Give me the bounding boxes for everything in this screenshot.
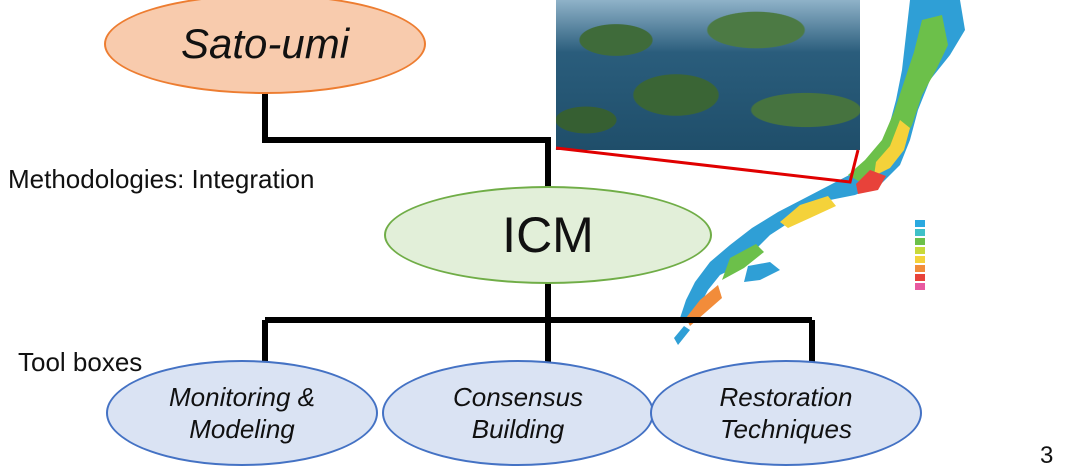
- tool-label-line2: Techniques: [719, 414, 853, 444]
- methodologies-label: Methodologies: Integration: [8, 164, 315, 194]
- icm-node: ICM: [384, 186, 712, 284]
- sato-umi-node: Sato-umi: [104, 0, 426, 94]
- tool-label-line2: Building: [471, 414, 565, 444]
- sato-umi-label: Sato-umi: [180, 20, 350, 67]
- page-number: 3: [1040, 442, 1054, 469]
- aerial-photo-image: [556, 0, 860, 150]
- icm-label: ICM: [502, 207, 594, 263]
- callout-lines: [555, 146, 860, 184]
- line-sato-to-icm: [262, 93, 551, 190]
- tool-label: Monitoring & Modeling: [169, 381, 315, 445]
- tool-monitoring-modeling-node: Monitoring & Modeling: [106, 360, 378, 466]
- tool-label-line2: Modeling: [189, 414, 295, 444]
- tool-label: Restoration Techniques: [720, 381, 853, 445]
- tool-label-line1: Consensus: [452, 382, 584, 412]
- tool-label: Consensus Building: [453, 381, 583, 445]
- japan-map-image: [674, 0, 965, 345]
- tool-label-line1: Restoration: [719, 382, 853, 412]
- tool-label-line1: Monitoring &: [169, 382, 315, 412]
- tool-restoration-techniques-node: Restoration Techniques: [650, 360, 922, 466]
- toolboxes-label: Tool boxes: [18, 347, 143, 377]
- tool-consensus-building-node: Consensus Building: [382, 360, 654, 466]
